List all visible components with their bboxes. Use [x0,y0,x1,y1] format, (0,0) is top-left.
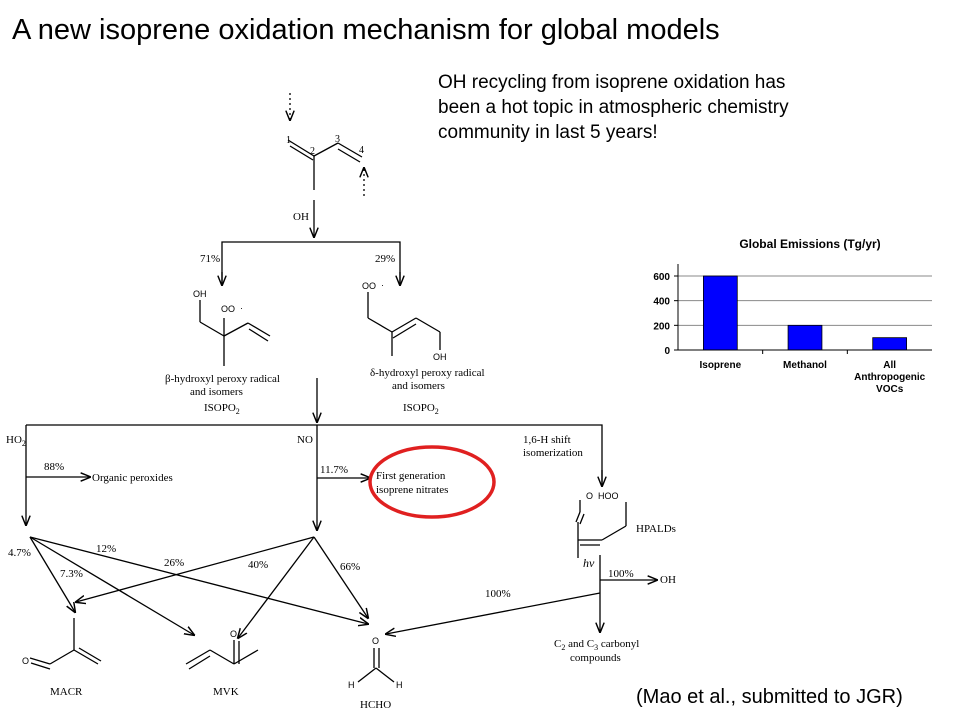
delta-name: δ-hydroxyl peroxy radical [370,367,485,379]
hpald-name: HPALDs [636,523,676,535]
chart-xtick-label: All [883,360,896,371]
organic-peroxides-label: Organic peroxides [92,472,173,484]
atom-label: 1 [286,135,291,146]
fate-bracket [26,424,603,485]
nitrates-label: isoprene nitrates [376,484,448,496]
yield-pct: 100% [608,568,634,580]
chart-xtick-label: Isoprene [699,360,741,371]
chart-xtick-label: Anthropogenic [854,372,926,383]
hpald-hoo-label: HOO [598,491,619,501]
ho2-to-mvk-arrow [29,536,194,635]
organic-pct: 88% [44,461,64,473]
branch-pct: 29% [375,253,395,265]
chart-xtick-label: Methanol [783,360,827,371]
carbonyl-label: C2 and C3 carbonyl [554,638,639,652]
delta-isopo2: ISOPO2 [403,402,439,416]
shift-label: 1,6-H shift [523,434,571,446]
ho2-to-hcho-arrow [29,536,368,624]
macr-structure [29,618,102,670]
isoprene-structure [287,139,363,190]
radical-dot: · [381,280,384,290]
delta-radical-structure [367,292,441,356]
radical-dot: · [240,303,243,313]
beta-name: and isomers [190,386,243,398]
chart-bar [703,275,738,351]
no-to-hcho-arrow [313,536,368,618]
note-line: community in last 5 years! [438,122,658,143]
emissions-chart: Global Emissions (Tg/yr) 0 200 400 600 Isop… [653,237,932,395]
hpald-o-label: O [586,491,593,501]
yield-pct: 4.7% [8,547,31,559]
hcho-label: HCHO [360,699,391,711]
no-to-macr-arrow [76,536,315,602]
hpald-structure [575,500,627,558]
macr-o-label: O [22,656,29,666]
atom-label: 2 [310,146,315,157]
nitrate-highlight-circle [368,445,496,519]
note-line: been a hot topic in atmospheric chemistr… [438,97,789,118]
yield-pct: 26% [164,557,184,569]
slide-note: OH recycling from isoprene oxidation has… [438,70,898,145]
citation: (Mao et al., submitted to JGR) [636,686,903,708]
beta-name: β-hydroxyl peroxy radical [165,373,280,385]
nitrates-label: First generation [376,470,446,482]
ho2-to-macr-arrow [29,536,75,612]
no-label: NO [297,434,313,446]
branch-pct: 71% [200,253,220,265]
chart-ytick-label: 200 [653,321,670,332]
mvk-o-label: O [230,629,237,639]
yield-pct: 7.3% [60,568,83,580]
atom-label: 3 [335,134,340,145]
carbonyl-label: compounds [570,652,621,664]
nitrate-pct: 11.7% [320,464,348,476]
chart-ytick-label: 400 [653,297,670,308]
note-line: OH recycling from isoprene oxidation has [438,72,786,93]
slide-title: A new isoprene oxidation mechanism for g… [12,14,720,46]
beta-oo-label: OO [221,304,235,314]
yield-pct: 12% [96,543,116,555]
chart-title: Global Emissions (Tg/yr) [739,237,880,251]
hcho-h-label: H [348,680,355,690]
oh-reagent-label: OH [293,211,309,223]
ho2-label: HO2 [6,434,26,448]
mvk-structure [185,640,259,670]
chart-ytick-label: 0 [664,346,670,357]
atom-label: 4 [359,145,364,156]
chart-bar [787,324,823,351]
chart-ytick-label: 600 [653,272,670,283]
photolysis-label: hν [583,556,595,570]
branch-bracket [221,241,401,283]
beta-radical-structure [199,300,271,366]
yield-pct: 100% [485,588,511,600]
yield-pct: 40% [248,559,268,571]
oh-product-label: OH [660,574,676,586]
delta-oh-label: OH [433,352,447,362]
yield-pct: 66% [340,561,360,573]
chart-xtick-label: VOCs [876,384,904,395]
macr-label: MACR [50,686,83,698]
no-to-mvk-arrow [238,536,315,638]
mvk-label: MVK [213,686,239,698]
shift-label: isomerization [523,447,583,459]
chart-bar [872,337,908,351]
beta-oh-label: OH [193,289,207,299]
hcho-structure [357,648,395,683]
beta-isopo2: ISOPO2 [204,402,240,416]
hcho-h-label: H [396,680,403,690]
hpald-to-hcho-arrow [386,592,601,634]
delta-name: and isomers [392,380,445,392]
delta-oo-label: OO [362,281,376,291]
hcho-o-label: O [372,636,379,646]
